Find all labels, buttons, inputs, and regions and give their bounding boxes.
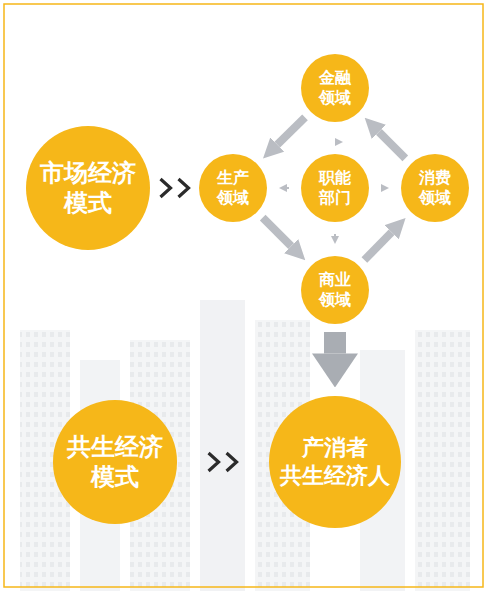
building (415, 330, 470, 591)
node-label: 共生经济 模式 (67, 432, 163, 492)
arrow-connector (364, 232, 391, 260)
building-windows (415, 330, 470, 591)
frame (4, 4, 483, 587)
arrow-connector (334, 234, 336, 236)
node-label: 职能 部门 (319, 168, 351, 208)
field-circle: 商业 领域 (301, 256, 369, 324)
arrow-connector (277, 117, 305, 144)
field-circle: 消费 领域 (401, 154, 469, 222)
building (200, 300, 245, 591)
arrow-connector (287, 187, 289, 189)
field-circle: 金融 领域 (301, 54, 369, 122)
arrow-connector (379, 132, 405, 158)
model-circle: 市场经济 模式 (26, 126, 150, 250)
node-label: 市场经济 模式 (40, 158, 136, 218)
field-circle: 生产 领域 (199, 154, 267, 222)
chevron-connector (154, 179, 195, 197)
node-label: 生产 领域 (217, 168, 249, 208)
node-label: 商业 领域 (319, 270, 351, 310)
node-label: 消费 领域 (419, 168, 451, 208)
result-circle: 产消者 共生经济人 (269, 396, 402, 529)
center-circle: 职能 部门 (301, 154, 369, 222)
arrow-connector (263, 218, 291, 246)
node-label: 产消者 共生经济人 (280, 434, 390, 489)
node-label: 金融 领域 (319, 68, 351, 108)
chevron-connector (181, 453, 265, 471)
city-skyline (20, 300, 470, 591)
model-circle: 共生经济 模式 (53, 400, 176, 523)
arrow-connector (324, 332, 346, 354)
